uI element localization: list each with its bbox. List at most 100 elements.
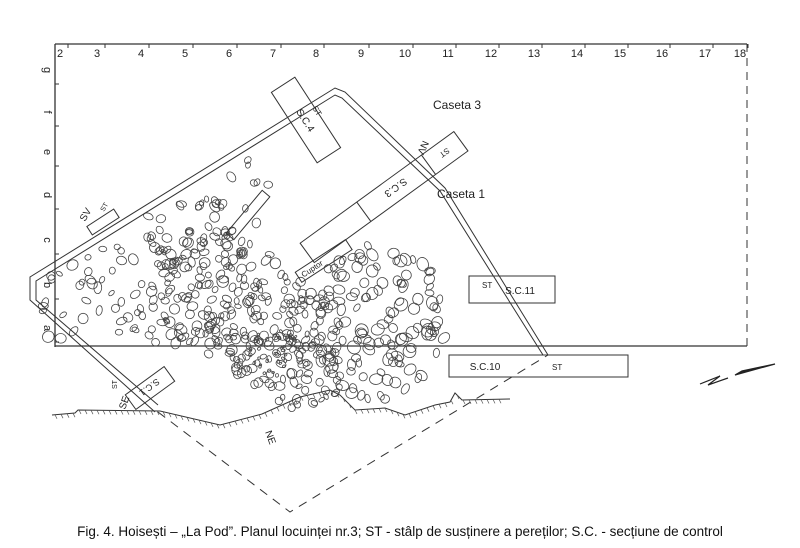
stone <box>244 347 256 357</box>
column-label: 6 <box>226 48 232 60</box>
stone <box>157 292 166 301</box>
stone <box>278 361 283 365</box>
hatch-mark <box>60 414 64 419</box>
hatch-mark <box>360 409 364 414</box>
stone <box>292 338 297 343</box>
stone <box>317 331 326 341</box>
stone <box>414 373 423 384</box>
hatch-mark <box>270 409 274 415</box>
stone <box>317 301 326 312</box>
stone <box>281 345 286 349</box>
stone <box>170 336 182 350</box>
stone <box>137 280 146 289</box>
stone <box>376 277 389 289</box>
stone <box>251 217 262 229</box>
row-label: c <box>41 237 53 243</box>
stone <box>38 307 47 315</box>
stone <box>173 328 184 340</box>
row-label: e <box>41 149 53 155</box>
stone <box>239 281 250 290</box>
stone <box>269 324 279 335</box>
stone <box>354 323 369 339</box>
stone <box>42 330 55 343</box>
stone <box>214 343 223 350</box>
stone <box>198 257 211 269</box>
stone <box>267 368 272 373</box>
stone <box>310 400 318 407</box>
stone <box>199 239 208 248</box>
stone <box>279 393 286 401</box>
stone <box>175 200 185 211</box>
stone <box>148 281 157 291</box>
hatch-mark <box>114 410 118 415</box>
wall-beam <box>225 189 271 241</box>
stone <box>237 249 246 258</box>
se-label: SE <box>117 394 132 411</box>
stone <box>365 264 379 278</box>
hatch-mark <box>84 409 88 415</box>
stone <box>280 286 288 295</box>
column-label: 8 <box>313 48 319 60</box>
stone <box>301 309 309 319</box>
stone <box>187 283 195 291</box>
stone <box>249 349 252 353</box>
hatch-mark <box>144 410 148 415</box>
hatch-mark <box>444 402 448 408</box>
stone <box>369 373 384 385</box>
nv-label: NV <box>414 139 430 157</box>
stone <box>310 338 320 346</box>
ground-line <box>51 389 511 426</box>
stone <box>252 360 257 366</box>
stone <box>283 352 288 357</box>
stone <box>383 314 394 324</box>
hatch-mark <box>228 422 232 427</box>
column-label: 13 <box>528 48 540 60</box>
stone <box>231 362 241 372</box>
stone <box>310 321 319 331</box>
stone <box>185 309 195 320</box>
stone <box>194 281 203 289</box>
row-label: g <box>41 67 53 73</box>
stone <box>263 340 275 351</box>
stone <box>59 311 67 319</box>
stone <box>357 333 372 344</box>
hatch-mark <box>318 392 322 397</box>
stone <box>305 287 317 300</box>
stone <box>220 311 230 322</box>
stone <box>264 378 275 389</box>
hatch-mark <box>324 391 328 396</box>
hatch-mark <box>234 420 238 426</box>
stone <box>400 383 410 395</box>
stone <box>243 365 251 373</box>
stone <box>116 316 128 326</box>
stone <box>300 374 312 384</box>
stone <box>354 252 366 264</box>
hatch-mark <box>420 409 424 414</box>
stone <box>376 368 386 377</box>
hatch-mark <box>414 411 418 416</box>
hatch-mark <box>486 399 490 404</box>
stone <box>333 268 347 282</box>
stone <box>178 236 189 247</box>
stone <box>280 348 286 353</box>
stone <box>226 344 238 356</box>
stone <box>250 305 261 315</box>
stone <box>353 303 361 312</box>
stone <box>308 342 317 349</box>
hatch-mark <box>252 416 256 421</box>
stone <box>99 276 106 284</box>
stone <box>163 245 172 254</box>
hatch-mark <box>192 418 196 423</box>
stone <box>366 287 379 300</box>
stone <box>229 323 238 330</box>
stone <box>237 236 246 247</box>
stone <box>331 271 340 280</box>
stone <box>245 342 251 350</box>
stone <box>394 254 408 268</box>
stone <box>338 316 352 328</box>
stone <box>148 302 158 312</box>
hatch-mark <box>336 393 340 398</box>
stone <box>315 316 324 326</box>
column-label: 5 <box>182 48 188 60</box>
